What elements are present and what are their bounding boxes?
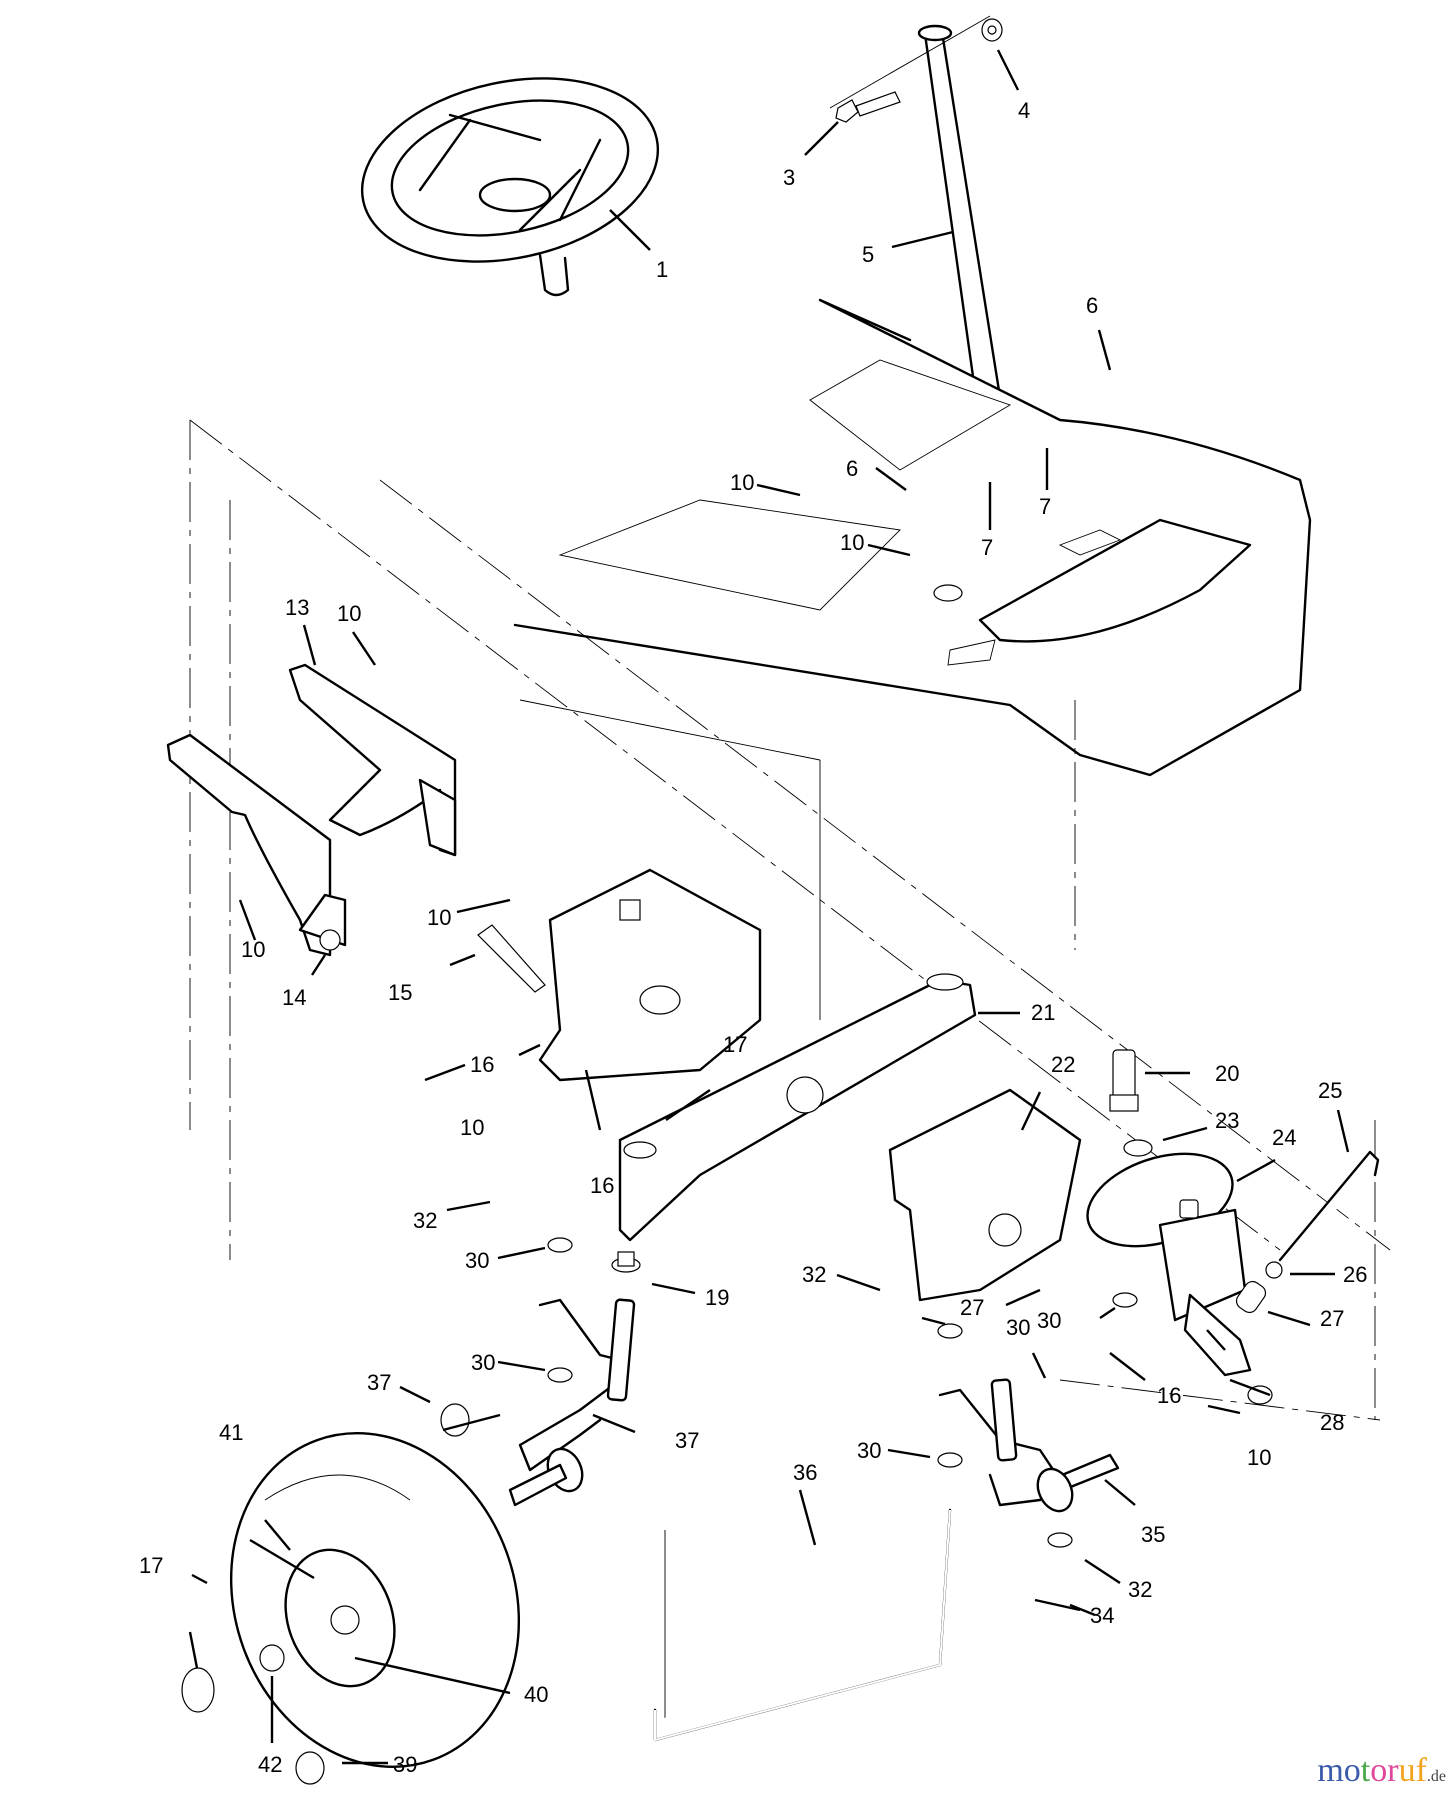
axle-bracket-11[interactable] (288, 663, 457, 857)
callout-35: 36 (793, 1460, 817, 1485)
callout-10-left: 10 (241, 937, 265, 962)
axle-bracket-left[interactable] (166, 733, 347, 957)
washers-30 (547, 1237, 1273, 1548)
steering-wheel[interactable] (345, 53, 675, 297)
spindle-right-34[interactable] (938, 1378, 1120, 1516)
callout-10-right: 10 (1247, 1445, 1271, 1470)
bearing-42[interactable] (181, 1667, 215, 1713)
callout-6-bolt: 6 (846, 456, 858, 481)
callout-16-axle: 16 (590, 1173, 614, 1198)
sector-gear-23[interactable] (1076, 1137, 1252, 1377)
leader-lines (188, 49, 1350, 1765)
construction-lines (189, 419, 1391, 1720)
bearing-37-bottom[interactable] (295, 1751, 325, 1785)
callout-28: 30 (1037, 1308, 1061, 1333)
callout-32-bottom: 34 (1090, 1603, 1114, 1628)
ball-joint-26[interactable] (1233, 1278, 1268, 1315)
plate-21[interactable] (888, 1088, 1082, 1302)
front-axle-20[interactable] (618, 973, 977, 1242)
callout-17-upper: 17 (723, 1032, 747, 1057)
callout-13: 14 (282, 985, 306, 1010)
bearing-37-top[interactable] (440, 1403, 470, 1437)
callout-4: 4 (1018, 98, 1030, 123)
callout-10-axle: 10 (460, 1115, 484, 1140)
callout-14: 15 (388, 980, 412, 1005)
mounting-plate-15[interactable] (538, 868, 762, 1082)
callout-15: 16 (470, 1052, 494, 1077)
callout-34: 35 (1141, 1522, 1165, 1547)
watermark-letter: f (1415, 1752, 1427, 1789)
bolt-3[interactable] (835, 91, 901, 123)
wheel-40[interactable] (185, 1392, 564, 1800)
watermark-letter: u (1398, 1752, 1416, 1789)
watermark-letter: o (1343, 1752, 1361, 1789)
callout-5: 5 (862, 242, 874, 267)
callout-6-top: 6 (1086, 293, 1098, 318)
callout-1: 1 (656, 257, 668, 282)
nut-4[interactable] (981, 18, 1003, 42)
callout-41: 42 (258, 1752, 282, 1777)
callout-30-right-mid: 30 (857, 1438, 881, 1463)
callout-39: 40 (524, 1682, 548, 1707)
callout-24: 25 (1318, 1078, 1342, 1103)
callout-labels: 1 3 4 5 6 6 7 7 10 10 10 10 10 10 10 11 … (139, 98, 1367, 1777)
watermark-letter: o (1370, 1752, 1388, 1789)
bushing-22[interactable] (1123, 1139, 1153, 1157)
nut-25[interactable] (1265, 1261, 1283, 1279)
callout-20: 21 (1031, 1000, 1055, 1025)
callout-30-left-upper: 30 (465, 1248, 489, 1273)
callout-21: 22 (1051, 1052, 1075, 1077)
callout-19: 20 (1215, 1061, 1239, 1086)
callout-37-bottom: 39 (393, 1752, 417, 1777)
callout-23: 24 (1272, 1125, 1296, 1150)
callout-30-left-lower: 30 (471, 1350, 495, 1375)
callout-10-bracket: 10 (337, 601, 361, 626)
callout-25: 26 (1343, 1262, 1367, 1287)
callout-7-right: 7 (1039, 494, 1051, 519)
steering-shaft[interactable] (829, 15, 1012, 464)
callout-27-plate: 27 (960, 1295, 984, 1320)
callout-36: 37 (675, 1428, 699, 1453)
callout-22: 23 (1215, 1108, 1239, 1133)
watermark-letter: m (1317, 1752, 1344, 1789)
callout-37-top: 37 (367, 1370, 391, 1395)
callout-30-right-lower: 32 (1128, 1577, 1152, 1602)
watermark-letter: t (1360, 1752, 1371, 1789)
callout-32-right: 32 (802, 1262, 826, 1287)
bushing-17[interactable] (611, 1251, 641, 1273)
callout-30-right-upper: 30 (1006, 1315, 1030, 1340)
spindle-left-36[interactable] (508, 1298, 636, 1507)
callout-10-upper: 10 (730, 470, 754, 495)
callout-7-left: 7 (981, 535, 993, 560)
callout-17-lower: 19 (705, 1285, 729, 1310)
frame-panel (513, 298, 1312, 777)
callout-11: 13 (285, 595, 309, 620)
bolt-14[interactable] (477, 924, 546, 993)
pinion-gear-19[interactable] (1109, 1049, 1139, 1112)
drag-link-24[interactable] (1278, 1150, 1380, 1262)
motoruf-watermark[interactable]: motoruf.de (1317, 1752, 1446, 1790)
callout-3: 3 (783, 165, 795, 190)
watermark-tld: .de (1426, 1768, 1446, 1785)
callout-32-left: 32 (413, 1208, 437, 1233)
callout-16-right: 16 (1157, 1383, 1181, 1408)
callout-27-right: 28 (1320, 1410, 1344, 1435)
callout-10-plate: 10 (427, 905, 451, 930)
callout-16-wheel: 17 (139, 1553, 163, 1578)
washer-41[interactable] (259, 1644, 285, 1672)
callout-10-mid: 10 (840, 530, 864, 555)
callout-40: 41 (219, 1420, 243, 1445)
tie-rod-35[interactable] (653, 1508, 952, 1742)
watermark-letter: r (1387, 1752, 1399, 1789)
callout-26: 27 (1320, 1306, 1344, 1331)
